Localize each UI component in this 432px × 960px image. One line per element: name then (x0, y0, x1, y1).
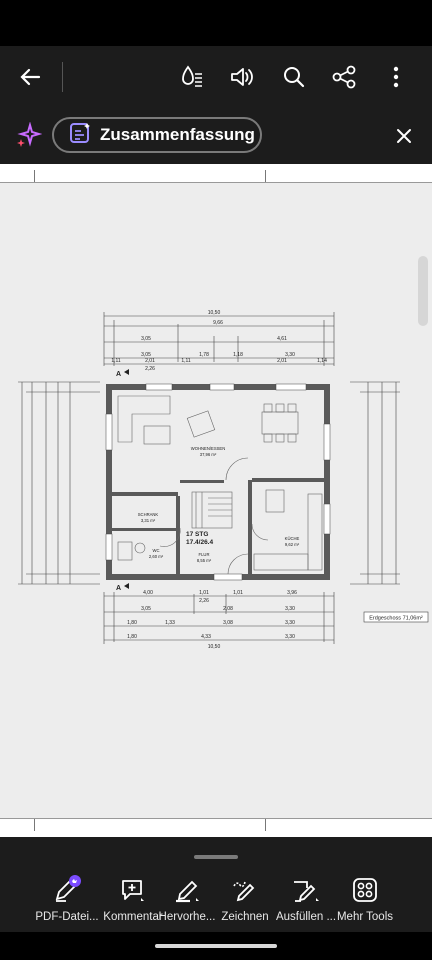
dim-bot-k: 3,08 (223, 620, 233, 626)
close-icon[interactable] (394, 126, 414, 151)
room-flur-area: 8,55 m² (197, 558, 212, 563)
fill-sign-icon (263, 873, 349, 907)
dim-top-i: 1,11 (181, 358, 191, 364)
dim-bot-i: 1,80 (127, 620, 137, 626)
room-kueche-area: 9,62 m² (285, 542, 300, 547)
floor-area-label: Erdgeschoss 71,06m² (369, 616, 423, 622)
dim-bot-l: 3,30 (285, 620, 295, 626)
ai-sparkle-icon (14, 121, 43, 155)
tool-comment[interactable]: Kommentar (90, 873, 176, 923)
dim-bot-n: 4,33 (201, 634, 211, 640)
tool-highlight-label: Hervorhe... (158, 911, 216, 923)
dim-bot-e: 2,26 (199, 598, 209, 604)
comment-icon (90, 873, 176, 907)
summary-label: Zusammenfassung (100, 125, 255, 144)
room-wc-area: 2,60 m² (149, 554, 164, 559)
room-wohnen-label: WOHNEN/ESSEN (191, 446, 225, 451)
room-wohnen-area: 37,96 m² (200, 452, 217, 457)
search-icon[interactable] (274, 46, 314, 108)
top-toolbar (0, 46, 432, 108)
dim-bot-total: 10,50 (208, 644, 221, 650)
section-mark-top: A (116, 371, 121, 378)
dim-top-b: 4,61 (277, 336, 287, 342)
home-gesture-pill[interactable] (155, 944, 277, 948)
tool-fill-sign[interactable]: Ausfüllen ... (263, 873, 349, 923)
summary-bar: Zusammenfassung (0, 108, 432, 164)
read-aloud-icon[interactable] (172, 46, 212, 108)
dim-top-j: 2,01 (277, 358, 287, 364)
next-page-edge (0, 818, 432, 838)
dim-top-e: 1,18 (233, 352, 243, 358)
dim-bot-d: 3,96 (287, 590, 297, 596)
dim-inner-top: 9,66 (213, 320, 223, 326)
share-icon[interactable] (324, 46, 364, 108)
dim-top-g: 1,11 (111, 358, 121, 364)
tool-draw[interactable]: Zeichnen (202, 873, 288, 923)
page-scroll-handle[interactable] (418, 256, 428, 326)
dim-bot-h: 3,30 (285, 606, 295, 612)
tool-draw-label: Zeichnen (221, 911, 269, 923)
edit-pdf-icon (24, 873, 110, 907)
dim-top-c: 3,05 (141, 352, 151, 358)
summary-doc-icon (68, 121, 92, 150)
document-viewport[interactable]: 10,50 9,66 3,05 4,61 3,05 1,78 1,18 3,30… (0, 164, 432, 838)
more-icon[interactable] (376, 46, 416, 108)
dim-bot-b: 1,01 (199, 590, 209, 596)
dim-bot-g: 2,08 (223, 606, 233, 612)
floor-plan-drawing: 10,50 9,66 3,05 4,61 3,05 1,78 1,18 3,30… (18, 310, 429, 650)
back-arrow-icon[interactable] (10, 46, 50, 108)
room-schrank-label: SCHRANK (138, 512, 159, 517)
draw-icon (202, 873, 288, 907)
previous-page-edge (0, 164, 432, 183)
room-schrank-area: 3,31 m² (141, 518, 156, 523)
dim-top-d: 1,78 (199, 352, 209, 358)
dim-top-a: 3,05 (141, 336, 151, 342)
stair-size-label: 17.4/26.4 (186, 539, 213, 546)
summary-button[interactable]: Zusammenfassung (52, 117, 262, 153)
dim-top-f: 3,30 (285, 352, 295, 358)
highlight-icon (144, 873, 230, 907)
toolbar-divider (62, 62, 63, 92)
more-tools-icon (322, 873, 408, 907)
section-mark-bottom: A (116, 585, 121, 592)
system-nav-bar (0, 932, 432, 960)
stair-count-label: 17 STG (186, 531, 208, 538)
tool-more-tools-label: Mehr Tools (336, 911, 394, 923)
tool-edit-pdf[interactable]: PDF-Datei... (24, 873, 110, 923)
speaker-icon[interactable] (222, 46, 262, 108)
dim-bot-m: 1,80 (127, 634, 137, 640)
room-flur-label: FLUR (199, 552, 210, 557)
tool-edit-pdf-label: PDF-Datei... (35, 911, 99, 923)
room-wc-label: WC (153, 548, 160, 553)
dim-top-k: 1,14 (317, 358, 327, 364)
dim-bot-c: 1,01 (233, 590, 243, 596)
bottom-tools-panel: PDF-Datei... Kommentar Hervorhe... Zeich… (0, 837, 432, 932)
dim-total-top: 10,50 (208, 310, 221, 316)
panel-drag-handle[interactable] (194, 855, 238, 859)
tool-comment-label: Kommentar (103, 911, 163, 923)
tool-fill-sign-label: Ausfüllen ... (275, 911, 337, 923)
dim-bot-o: 3,30 (285, 634, 295, 640)
dim-top-h: 2,01 (145, 358, 155, 364)
dim-bot-j: 1,33 (165, 620, 175, 626)
room-kueche-label: KÜCHE (285, 536, 300, 541)
dim-bot-a: 4,00 (143, 590, 153, 596)
dim-bot-f: 3,05 (141, 606, 151, 612)
tool-more-tools[interactable]: Mehr Tools (322, 873, 408, 923)
dim-top-l: 2,26 (145, 366, 155, 372)
tool-highlight[interactable]: Hervorhe... (144, 873, 230, 923)
